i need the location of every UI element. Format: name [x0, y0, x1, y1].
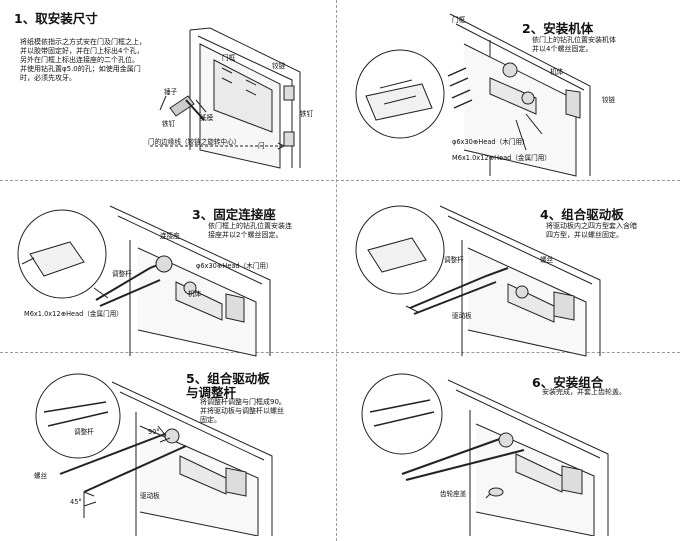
- step-2-label-frame: 门框: [452, 16, 466, 24]
- step-5-description: 将调整杆调整与门框成90。 并将驱动板与调整杆以螺丝 固定。: [200, 398, 286, 424]
- step-5-title: 5、组合驱动板 与调整杆: [186, 371, 270, 400]
- step-5-panel: 5、组合驱动板 与调整杆 将调整杆调整与门框成90。 并将驱动板与调整杆以螺丝 …: [0, 356, 340, 536]
- step-5-label-screw: 螺丝: [34, 472, 48, 480]
- step-6-illustration: [340, 356, 680, 536]
- step-1-label-door: 门: [258, 142, 265, 150]
- step-1-label-nail: 铁钉: [162, 120, 176, 128]
- row-divider-2: [0, 352, 680, 353]
- step-4-title: 4、组合驱动板: [540, 207, 624, 222]
- step-1-label-hinge: 铰链: [272, 62, 286, 70]
- step-3-illustration: [0, 180, 340, 360]
- step-1-label-screw: 铁钉: [300, 110, 314, 118]
- step-6-panel: 6、安装组合 安装完成，并套上齿轮盖。: [340, 356, 680, 536]
- step-4-label-screw: 螺丝: [540, 256, 554, 264]
- step-1-label-template: 纸模: [200, 114, 214, 122]
- step-2-illustration: [340, 0, 680, 180]
- step-1-label-hammer: 锤子: [164, 88, 178, 96]
- step-3-label-body: 机体: [188, 290, 202, 298]
- step-5-label-plate: 驱动板: [140, 492, 160, 500]
- step-4-panel: 4、组合驱动板 将驱动板内之四方型套入含暗 四方型，并以螺丝固定。: [340, 180, 680, 360]
- step-6-label-cover: 齿轮座盖: [440, 490, 467, 498]
- row-divider-1: [0, 180, 680, 181]
- step-3-label-screw-wood: φ6x30⊕Head（木门用）: [196, 262, 273, 270]
- step-3-label-seat: 连接座: [160, 232, 180, 240]
- step-4-label-plate: 驱动板: [452, 312, 472, 320]
- step-3-label-rod: 调整杆: [112, 270, 132, 278]
- step-4-illustration: [340, 180, 680, 360]
- step-5-illustration: [0, 356, 340, 536]
- step-4-label-rod: 调整杆: [444, 256, 464, 264]
- step-2-title: 2、安装机体: [522, 21, 594, 36]
- step-4-description: 将驱动板内之四方型套入含暗 四方型，并以螺丝固定。: [546, 222, 637, 239]
- step-1-label-frame: 门框: [222, 54, 236, 62]
- step-3-description: 依门框上的钻孔位置安装连 接座并以2个螺丝固定。: [208, 222, 292, 239]
- step-5-label-rod: 调整杆: [74, 428, 94, 436]
- step-5-label-angle90: 90°: [148, 428, 160, 436]
- step-1-panel: 1、取安装尺寸 将纸模依指示之方式安在门及门框之上， 并以胶带固定好，并在门上标…: [0, 0, 340, 180]
- column-divider: [336, 0, 337, 541]
- step-1-illustration: [0, 0, 340, 180]
- step-6-title: 6、安装组合: [532, 375, 604, 390]
- step-2-label-hinge: 铰链: [602, 96, 616, 104]
- step-5-label-angle45: 45°: [70, 498, 82, 506]
- step-2-label-body: 机体: [550, 68, 564, 76]
- step-1-label-centerline: 门的边缘线（铰链之旋转中心）: [148, 138, 241, 146]
- step-3-title: 3、固定连接座: [192, 207, 276, 222]
- step-6-description: 安装完成，并套上齿轮盖。: [542, 388, 626, 396]
- step-3-label-screw-metal: M6x1.0x12⊕Head（金属门用）: [24, 310, 123, 318]
- step-1-title: 1、取安装尺寸: [14, 11, 98, 26]
- step-1-description: 将纸模依指示之方式安在门及门框之上， 并以胶带固定好，并在门上标出4个孔， 另外…: [20, 38, 146, 82]
- step-2-label-screw-wood: φ6x30⊕Head（木门用）: [452, 138, 529, 146]
- step-2-label-screw-metal: M6x1.0x12⊕Head（金属门用）: [452, 154, 551, 162]
- step-2-panel: 2、安装机体 依门上的钻孔位置安装机体 并以4个螺丝固定。: [340, 0, 680, 180]
- step-2-description: 依门上的钻孔位置安装机体 并以4个螺丝固定。: [532, 36, 616, 53]
- step-3-panel: 3、固定连接座 依门框上的钻孔位置安装连 接座并以2个螺丝固定。: [0, 180, 340, 360]
